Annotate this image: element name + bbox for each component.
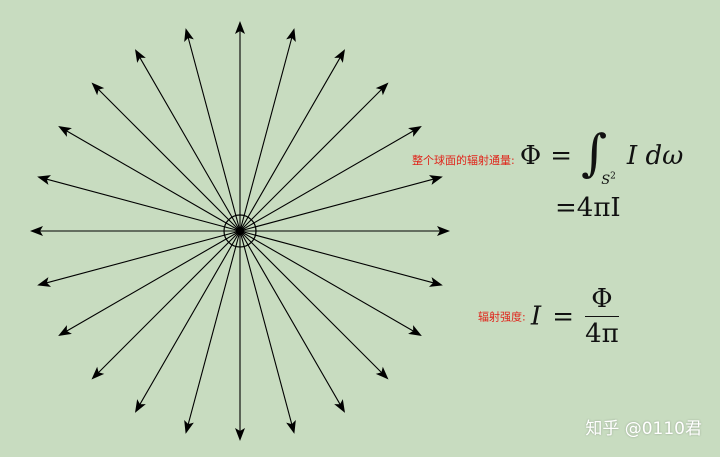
integral-sign: ∫: [581, 124, 608, 182]
ray-line: [64, 230, 241, 333]
arrowhead: [37, 277, 52, 287]
ray-line: [239, 55, 342, 232]
intensity-formula: 辐射强度: I = Φ 4π: [478, 284, 619, 349]
integral-domain: S2: [601, 171, 616, 188]
ray-line: [64, 129, 241, 232]
ray-line: [239, 87, 384, 232]
fraction-numerator: Φ: [585, 284, 619, 317]
ray-line: [138, 230, 241, 407]
ray-line: [239, 230, 342, 407]
arrowhead: [135, 399, 146, 413]
arrowhead: [437, 226, 450, 236]
flux-label: 整个球面的辐射通量:: [412, 154, 515, 167]
flux-formula: 整个球面的辐射通量: Φ = ∫S2 I dω: [412, 122, 684, 188]
arrowhead: [334, 399, 345, 413]
arrowhead: [58, 126, 72, 137]
ray-line: [44, 230, 241, 284]
arrowhead: [91, 82, 105, 96]
ray-line: [187, 35, 241, 232]
ray-line: [44, 178, 241, 232]
arrowhead: [334, 49, 345, 63]
arrowhead: [58, 325, 72, 336]
intensity-label: 辐射强度:: [478, 310, 526, 324]
arrowhead: [408, 325, 422, 336]
ray-line: [239, 230, 436, 284]
arrowhead: [235, 428, 245, 441]
ray-line: [239, 230, 293, 427]
ray-line: [239, 230, 384, 375]
source-circle: [223, 214, 257, 248]
ray-line: [239, 178, 436, 232]
ray-line: [239, 230, 416, 333]
arrowhead: [91, 366, 105, 380]
ray-line: [96, 230, 241, 375]
intensity-fraction: Φ 4π: [585, 284, 619, 349]
arrowhead: [37, 175, 52, 185]
watermark: 知乎 @0110君: [585, 419, 702, 439]
arrowhead: [408, 126, 422, 137]
ray-line: [239, 35, 293, 232]
source-point: [236, 227, 244, 235]
ray-line: [96, 87, 241, 232]
arrowhead: [184, 419, 194, 434]
ray-line: [239, 129, 416, 232]
intensity-symbol: I: [530, 301, 542, 332]
fraction-denominator: 4π: [585, 319, 619, 349]
flux-symbol: Φ: [519, 141, 542, 171]
arrowhead: [375, 366, 389, 380]
arrowhead: [235, 21, 245, 34]
integrand: I dω: [626, 141, 684, 171]
arrowhead: [428, 175, 443, 185]
arrowhead: [30, 226, 43, 236]
arrowhead: [135, 49, 146, 63]
arrowhead: [286, 419, 296, 434]
flux-result: =4πI: [555, 193, 621, 223]
arrowhead: [375, 82, 389, 96]
ray-line: [187, 230, 241, 427]
arrowhead: [428, 277, 443, 287]
arrowhead: [286, 28, 296, 43]
equals-sign: =: [550, 141, 573, 171]
arrowhead: [184, 28, 194, 43]
ray-line: [138, 55, 241, 232]
equals-sign: =: [552, 301, 574, 332]
